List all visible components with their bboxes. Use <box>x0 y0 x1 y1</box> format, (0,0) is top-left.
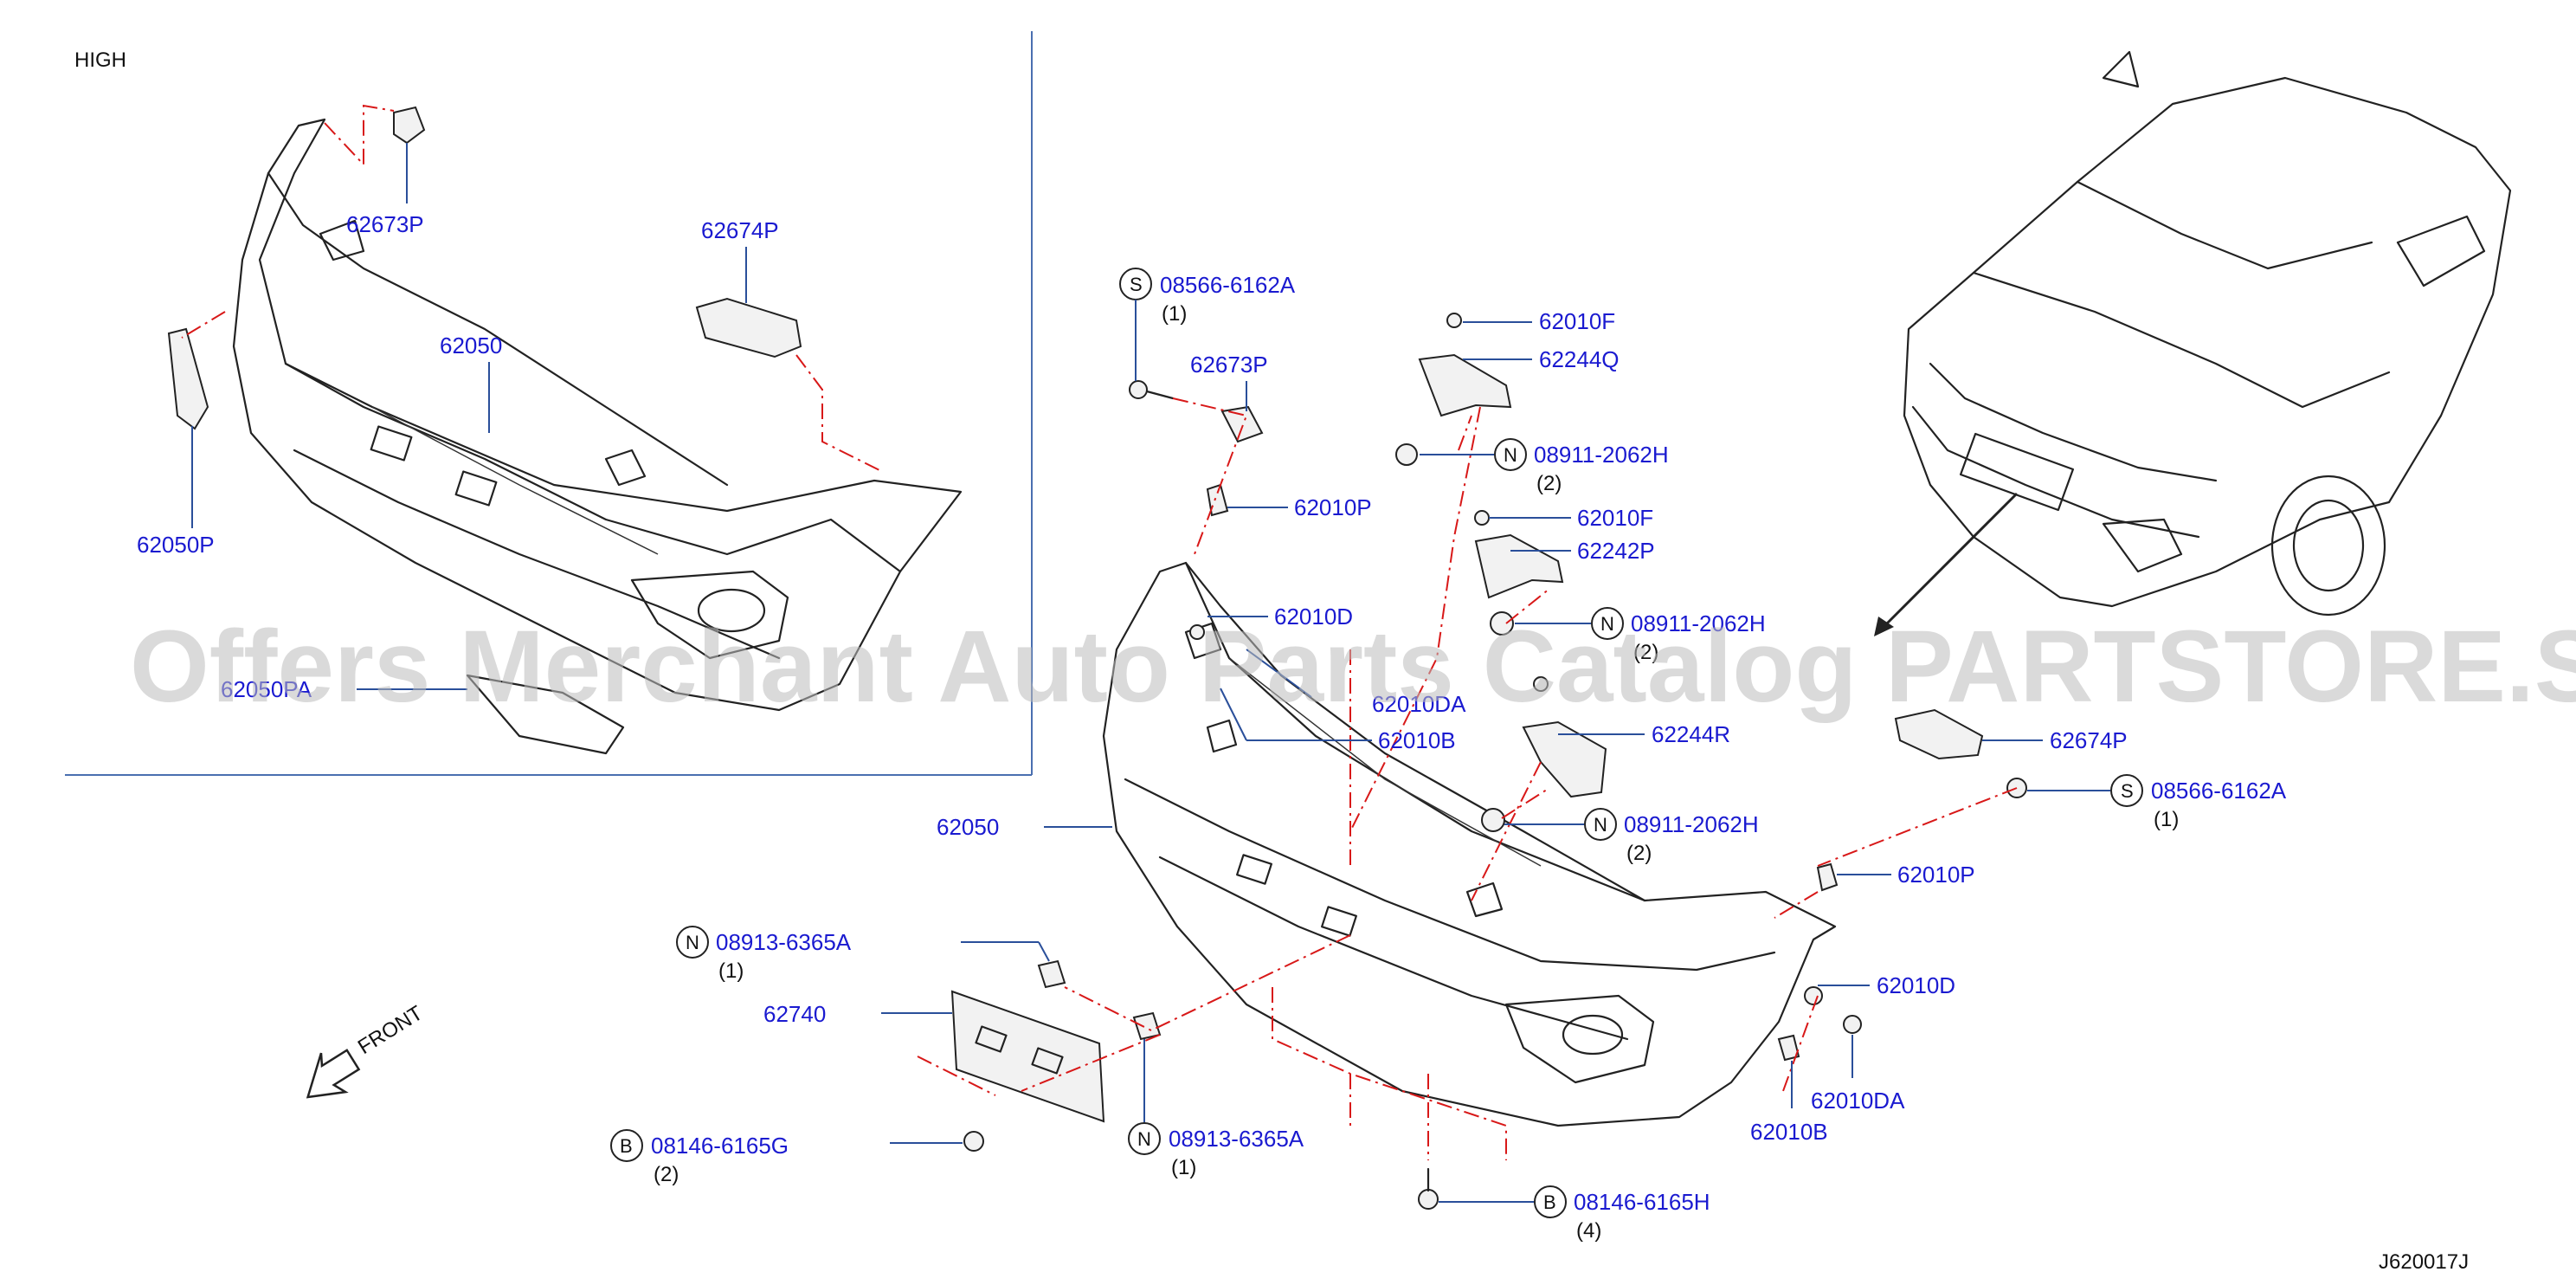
svg-text:62673P: 62673P <box>346 211 424 237</box>
svg-text:62050: 62050 <box>440 333 502 358</box>
callout-62010D-right[interactable]: 62010D <box>1818 972 1955 998</box>
svg-text:08146-6165H: 08146-6165H <box>1574 1189 1710 1215</box>
svg-text:(1): (1) <box>718 959 744 983</box>
svg-text:S: S <box>1130 274 1143 295</box>
svg-text:62010P: 62010P <box>1294 494 1372 520</box>
svg-text:S: S <box>2121 780 2134 802</box>
svg-text:62010B: 62010B <box>1378 727 1456 753</box>
svg-text:08911-2062H: 08911-2062H <box>1624 811 1759 837</box>
svg-text:62010DA: 62010DA <box>1372 691 1466 717</box>
front-arrow-icon <box>306 1049 361 1099</box>
callout-62010DA-right[interactable]: 62010DA <box>1811 1035 1905 1114</box>
svg-text:(4): (4) <box>1576 1219 1601 1243</box>
svg-text:62010D: 62010D <box>1274 604 1353 630</box>
main-callouts: S 08566-6162A (1) 62673P 62010F 62244Q N… <box>610 268 2287 1243</box>
svg-text:08911-2062H: 08911-2062H <box>1631 610 1766 636</box>
callout-62010D-top[interactable]: 62010D <box>1208 604 1353 630</box>
svg-text:62673P: 62673P <box>1190 352 1268 378</box>
location-arrow <box>1877 492 2019 634</box>
callout-62010P-top[interactable]: 62010P <box>1227 494 1372 520</box>
svg-text:62010DA: 62010DA <box>1811 1088 1905 1114</box>
svg-text:62244Q: 62244Q <box>1539 346 1620 372</box>
svg-text:62010P: 62010P <box>1897 862 1975 888</box>
callout-62674P[interactable]: 62674P <box>1982 727 2128 753</box>
svg-text:(1): (1) <box>1162 302 1187 326</box>
svg-text:(2): (2) <box>1626 842 1652 865</box>
callout-inset-62674P[interactable]: 62674P <box>701 217 779 303</box>
callout-08911-2062H-3[interactable]: N 08911-2062H (2) <box>1504 808 1759 865</box>
svg-text:(1): (1) <box>1171 1156 1196 1179</box>
callout-inset-62050PA[interactable]: 62050PA <box>221 676 467 702</box>
callout-62010B-top[interactable]: 62010B <box>1220 688 1456 753</box>
svg-text:08913-6365A: 08913-6365A <box>716 929 852 955</box>
callout-08911-2062H-2[interactable]: N 08911-2062H (2) <box>1515 607 1766 664</box>
svg-text:08146-6165G: 08146-6165G <box>651 1133 789 1159</box>
callout-08566-6162A[interactable]: S 08566-6162A (1) <box>1119 268 1296 381</box>
callout-62244Q[interactable]: 62244Q <box>1463 346 1620 372</box>
svg-text:62010D: 62010D <box>1877 972 1955 998</box>
front-indicator: FRONT <box>306 1001 428 1099</box>
svg-text:62242P: 62242P <box>1577 538 1655 564</box>
svg-text:B: B <box>620 1135 633 1157</box>
svg-text:(2): (2) <box>654 1163 679 1186</box>
svg-text:(2): (2) <box>1633 641 1658 664</box>
svg-text:62050: 62050 <box>937 814 999 840</box>
svg-text:62010B: 62010B <box>1750 1119 1828 1145</box>
callout-62010F-mid[interactable]: 62010F <box>1489 505 1653 531</box>
callout-62673P[interactable]: 62673P <box>1190 352 1268 411</box>
svg-text:62010F: 62010F <box>1539 308 1615 334</box>
svg-text:N: N <box>1600 613 1614 635</box>
svg-text:62740: 62740 <box>763 1001 826 1027</box>
inset-frame: HIGH <box>65 31 1033 776</box>
callout-62010DA-top[interactable]: 62010DA <box>1246 649 1466 717</box>
callout-62010P-right[interactable]: 62010P <box>1837 862 1975 888</box>
callout-62242P[interactable]: 62242P <box>1510 538 1655 564</box>
svg-text:62010F: 62010F <box>1577 505 1653 531</box>
callout-08911-2062H-1[interactable]: N 08911-2062H (2) <box>1420 438 1669 495</box>
callout-62010B-right[interactable]: 62010B <box>1750 1061 1828 1145</box>
diagram-id: J620017J <box>2379 1250 2469 1274</box>
svg-text:N: N <box>1504 444 1517 466</box>
callout-08913-6365A-1[interactable]: N 08913-6365A (1) <box>676 926 1050 983</box>
callout-08913-6365A-2[interactable]: N 08913-6365A (1) <box>1128 1039 1304 1179</box>
callout-08566-6162A-right[interactable]: S 08566-6162A (1) <box>2027 774 2287 831</box>
svg-text:08566-6162A: 08566-6162A <box>1160 272 1296 298</box>
svg-text:N: N <box>686 932 699 953</box>
svg-text:08566-6162A: 08566-6162A <box>2151 778 2287 804</box>
svg-text:62674P: 62674P <box>2050 727 2128 753</box>
svg-text:N: N <box>1137 1128 1151 1150</box>
svg-text:08911-2062H: 08911-2062H <box>1534 442 1669 468</box>
front-label: FRONT <box>354 1001 428 1059</box>
svg-text:N: N <box>1594 814 1607 836</box>
callout-62010F-top[interactable]: 62010F <box>1463 308 1615 334</box>
svg-text:(2): (2) <box>1536 472 1562 495</box>
svg-text:08913-6365A: 08913-6365A <box>1169 1126 1304 1152</box>
inset-bumper-drawing <box>167 104 963 755</box>
inset-callouts: 62673P 62674P 62050 62050P 62050PA <box>137 143 779 702</box>
svg-text:(1): (1) <box>2154 808 2179 831</box>
callout-inset-62050P[interactable]: 62050P <box>137 426 215 558</box>
callout-62050[interactable]: 62050 <box>937 814 1112 840</box>
svg-text:B: B <box>1543 1191 1556 1213</box>
vehicle-location-view <box>1874 50 2512 636</box>
callout-08146-6165G[interactable]: B 08146-6165G (2) <box>610 1129 963 1186</box>
variant-label: HIGH <box>74 48 126 72</box>
callout-inset-62050[interactable]: 62050 <box>440 333 502 433</box>
callout-08146-6165H[interactable]: B 08146-6165H (4) <box>1439 1185 1710 1243</box>
watermark: Offers Merchant Auto Parts Catalog PARTS… <box>130 610 2576 724</box>
svg-text:62244R: 62244R <box>1652 721 1730 747</box>
callout-inset-62673P[interactable]: 62673P <box>346 143 424 237</box>
svg-text:62674P: 62674P <box>701 217 779 243</box>
svg-text:62050PA: 62050PA <box>221 676 312 702</box>
main-bumper-drawing <box>917 313 2027 1210</box>
svg-text:62050P: 62050P <box>137 532 215 558</box>
callout-62740[interactable]: 62740 <box>763 1001 952 1027</box>
callout-62244R[interactable]: 62244R <box>1558 721 1730 747</box>
